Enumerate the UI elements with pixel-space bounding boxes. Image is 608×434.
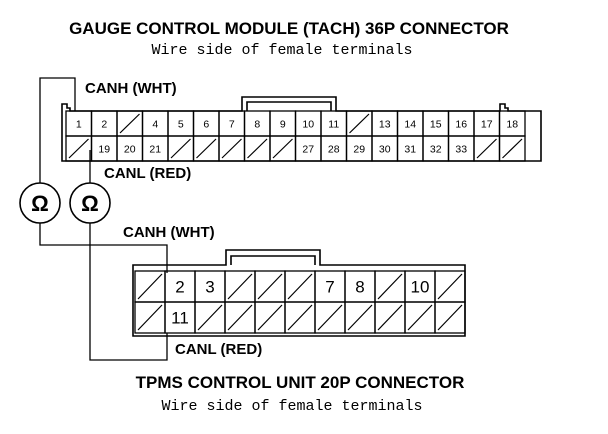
canh-lead-top xyxy=(39,77,76,183)
top-connector-cavities: 1 2 4 5 6 7 8 9 10 11 13 14 15 16 17 18 19 20 21 27 28 29 30 31… xyxy=(65,110,526,162)
empty-cavity-slash xyxy=(377,304,403,331)
empty-cavity-slash xyxy=(287,304,313,331)
terminal-number: 18 xyxy=(506,119,518,131)
empty-cavity-slash xyxy=(221,138,242,159)
bottom-connector: 2 3 7 8 10 11 xyxy=(132,249,466,337)
empty-cavity-slash xyxy=(137,304,163,331)
terminal-number: 13 xyxy=(379,119,391,131)
empty-cavity-slash xyxy=(196,138,217,159)
canh-lead-bottom xyxy=(39,223,168,273)
terminal-number: 8 xyxy=(254,119,260,131)
terminal-number: 2 xyxy=(175,278,184,297)
bottom-connector-latch xyxy=(230,255,316,265)
empty-cavity-slash xyxy=(170,138,191,159)
empty-cavity-slash xyxy=(247,138,268,159)
empty-cavity-slash xyxy=(68,138,89,159)
terminal-number: 2 xyxy=(101,119,107,131)
ohm-symbol: Ω xyxy=(81,191,99,216)
top-connector: 1 2 4 5 6 7 8 9 10 11 13 14 15 16 17 18 19 20 21 27 28 29 30 31… xyxy=(61,96,542,162)
terminal-number: 29 xyxy=(353,144,365,156)
terminal-number: 31 xyxy=(404,144,416,156)
terminal-number: 6 xyxy=(203,119,209,131)
empty-cavity-slash xyxy=(119,113,140,134)
terminal-number: 33 xyxy=(455,144,467,156)
empty-cavity-slash xyxy=(377,273,403,300)
terminal-number: 5 xyxy=(178,119,184,131)
empty-cavity-slash xyxy=(502,138,523,159)
empty-cavity-slash xyxy=(287,273,313,300)
empty-cavity-slash xyxy=(137,273,163,300)
ohm-symbol: Ω xyxy=(31,191,49,216)
terminal-number: 30 xyxy=(379,144,391,156)
terminal-number: 10 xyxy=(302,119,314,131)
canl-label-bottom: CANL (RED) xyxy=(175,341,262,358)
bottom-connector-cavities: 2 3 7 8 10 11 xyxy=(134,270,466,334)
empty-cavity-slash xyxy=(227,304,253,331)
empty-cavity-slash xyxy=(257,273,283,300)
canh-label-top: CANH (WHT) xyxy=(85,80,177,97)
canl-lead-bottom xyxy=(89,223,168,361)
terminal-number: 7 xyxy=(325,278,334,297)
terminal-number: 11 xyxy=(171,309,189,328)
terminal-number: 27 xyxy=(302,144,314,156)
empty-cavity-slash xyxy=(349,113,370,134)
terminal-number: 1 xyxy=(76,119,82,131)
empty-cavity-slash xyxy=(476,138,497,159)
empty-cavity-slash xyxy=(272,138,293,159)
empty-cavity-slash xyxy=(197,304,223,331)
terminal-number: 16 xyxy=(455,119,467,131)
terminal-number: 9 xyxy=(280,119,286,131)
empty-cavity-slash xyxy=(257,304,283,331)
ohmmeter-icon xyxy=(69,182,111,224)
terminal-number: 8 xyxy=(355,278,364,297)
bottom-connector-subtitle: Wire side of female terminals xyxy=(161,398,422,415)
terminal-number: 3 xyxy=(205,278,214,297)
terminal-number: 32 xyxy=(430,144,442,156)
top-connector-title: GAUGE CONTROL MODULE (TACH) 36P CONNECTO… xyxy=(69,19,509,38)
ohmmeter-left: Ω xyxy=(19,182,61,224)
empty-cavity-slash xyxy=(317,304,343,331)
top-connector-latch xyxy=(246,101,332,111)
test-leads xyxy=(39,77,168,361)
empty-cavity-slash xyxy=(437,273,463,300)
empty-cavity-slash xyxy=(227,273,253,300)
top-connector-subtitle: Wire side of female terminals xyxy=(151,42,412,59)
terminal-number: 7 xyxy=(229,119,235,131)
empty-cavity-slash xyxy=(437,304,463,331)
terminal-number: 14 xyxy=(404,119,416,131)
terminal-number: 15 xyxy=(430,119,442,131)
terminal-number: 11 xyxy=(328,119,339,131)
terminal-number: 21 xyxy=(149,144,161,156)
terminal-number: 19 xyxy=(98,144,110,156)
canl-label-top: CANL (RED) xyxy=(104,165,191,182)
empty-cavity-slash xyxy=(407,304,433,331)
ohmmeter-icon xyxy=(19,182,61,224)
terminal-number: 17 xyxy=(481,119,493,131)
terminal-number: 4 xyxy=(152,119,158,131)
bottom-connector-shell xyxy=(132,249,466,337)
connector-cavity xyxy=(498,135,526,162)
terminal-number: 28 xyxy=(328,144,340,156)
canh-label-bottom: CANH (WHT) xyxy=(123,224,215,241)
ohmmeter-right: Ω xyxy=(69,182,111,224)
terminal-number: 20 xyxy=(124,144,136,156)
bottom-connector-title: TPMS CONTROL UNIT 20P CONNECTOR xyxy=(136,373,465,392)
connector-cavity xyxy=(434,301,466,334)
empty-cavity-slash xyxy=(347,304,373,331)
terminal-number: 10 xyxy=(411,278,430,297)
